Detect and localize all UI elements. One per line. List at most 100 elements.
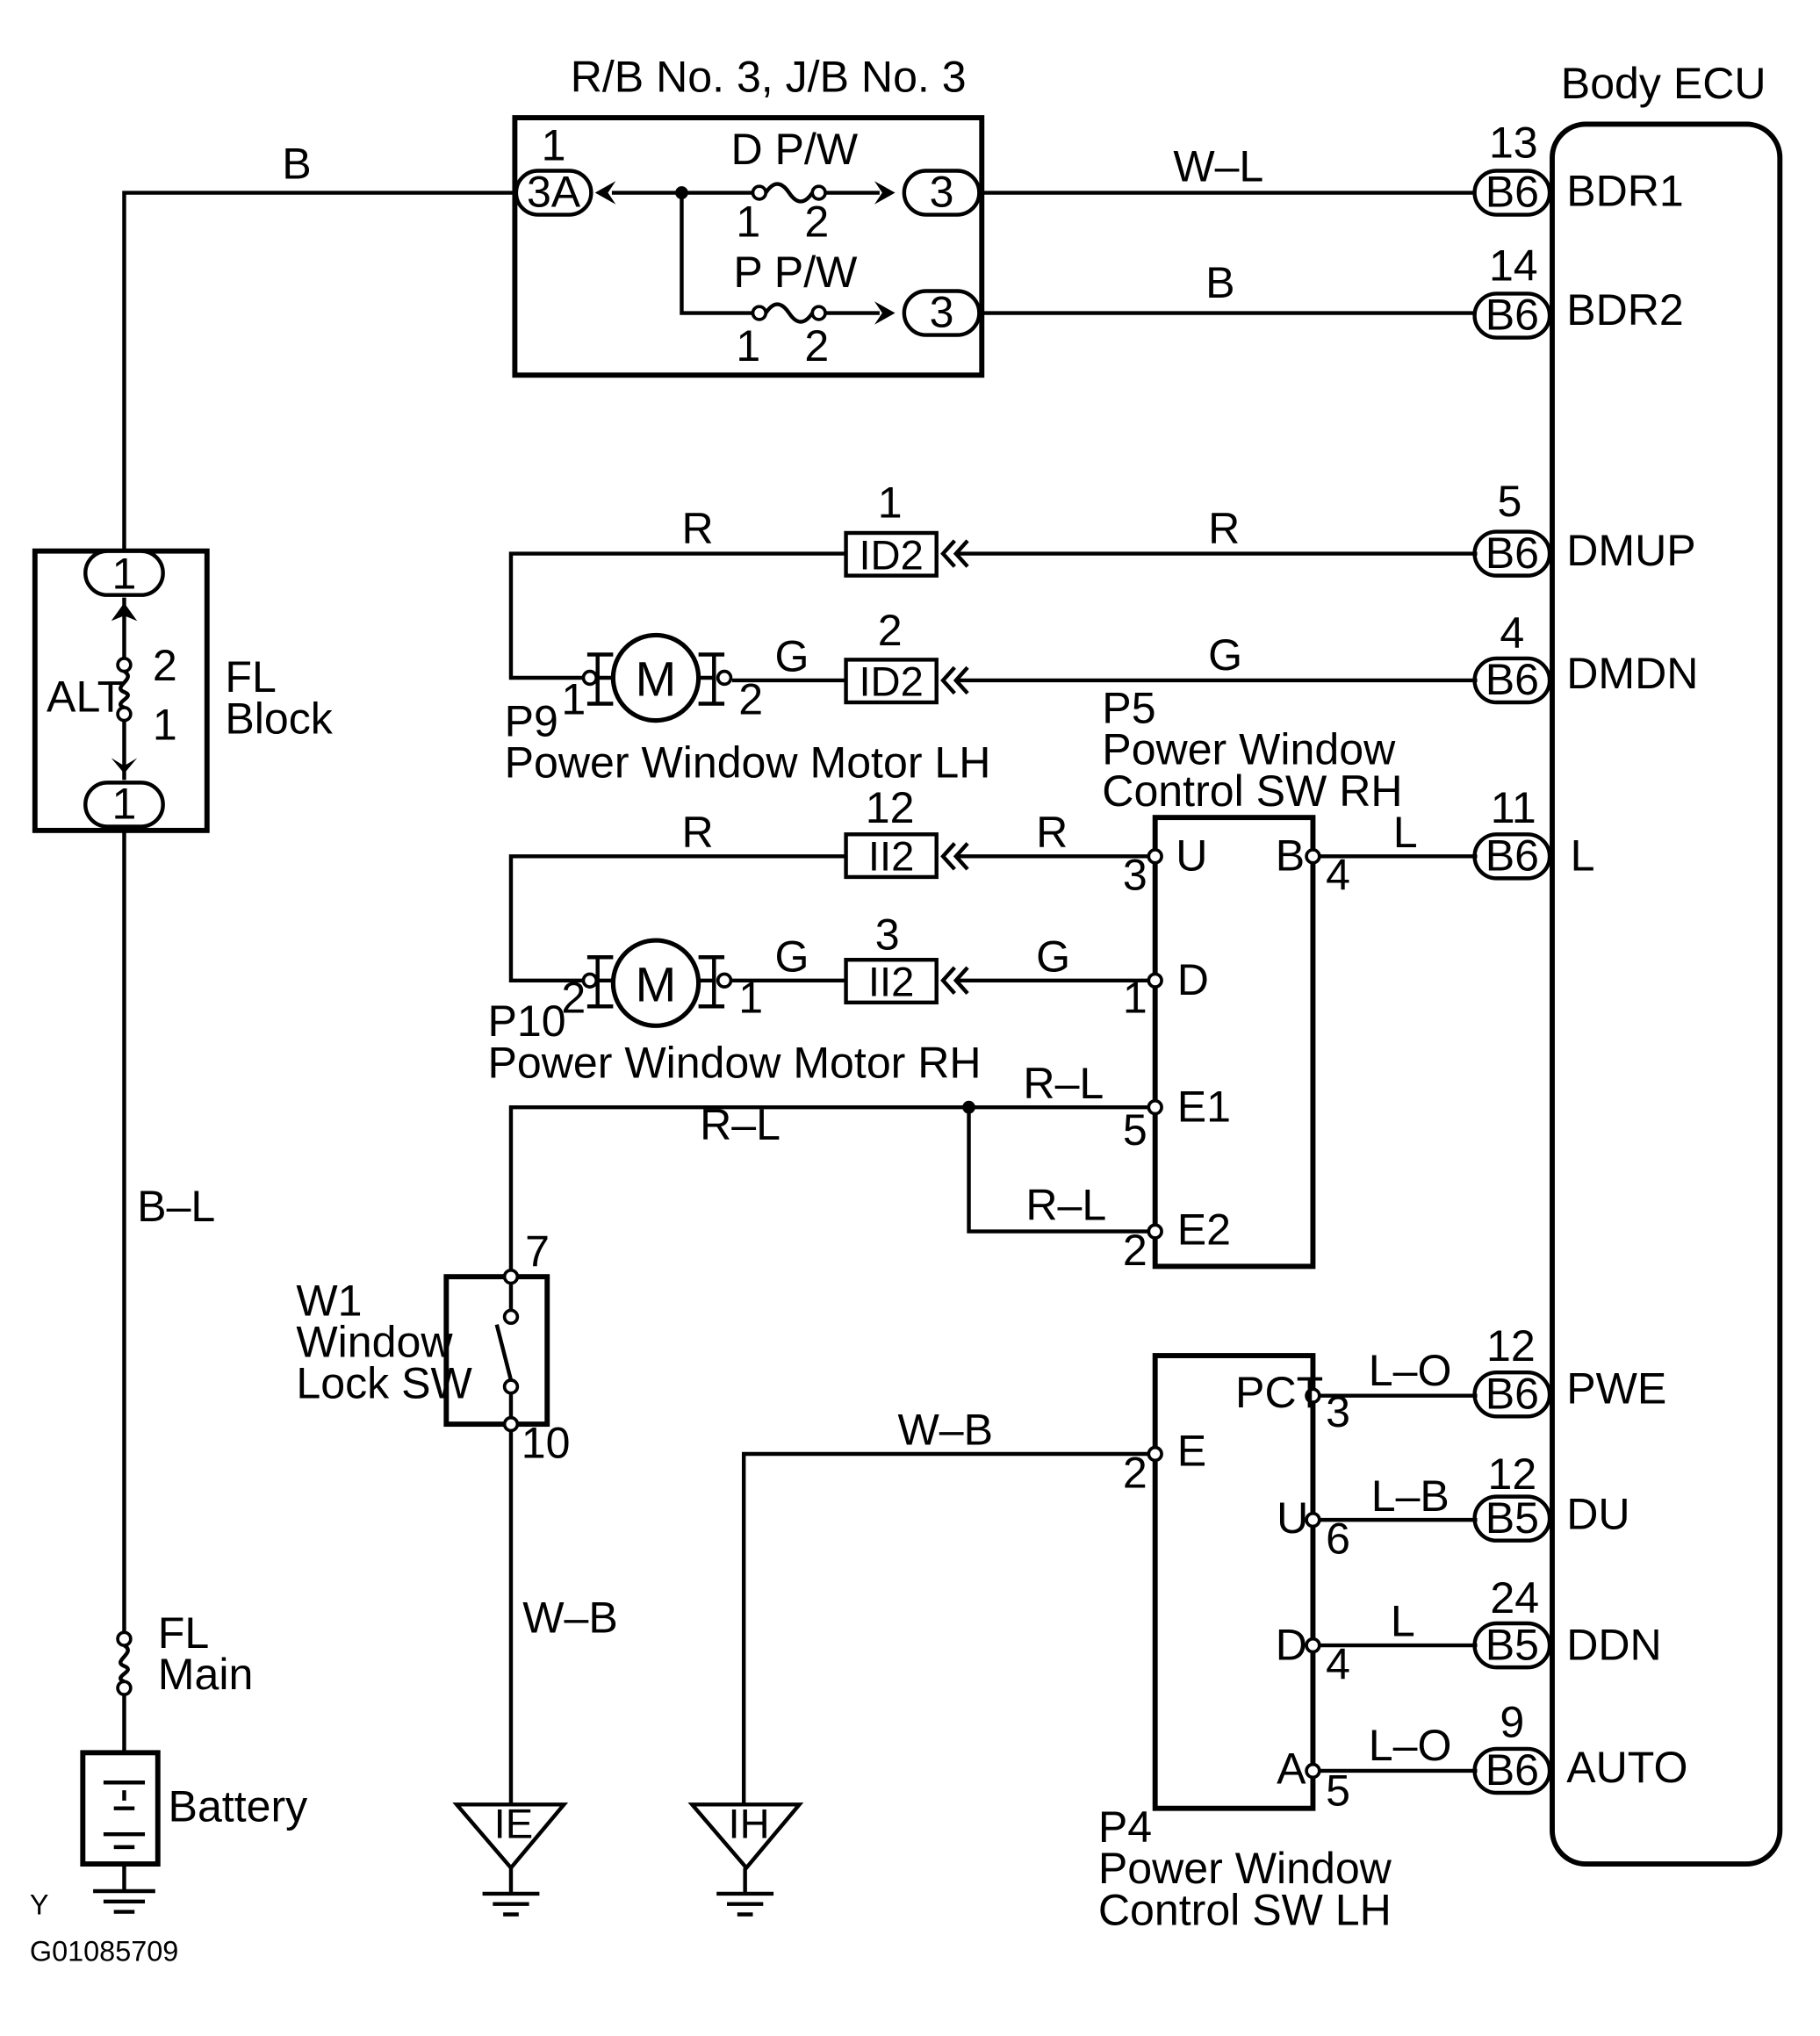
ecu-pin-bdr2-connector: [1472, 291, 1552, 340]
motor-rh-symbol: M: [636, 956, 677, 1011]
fuse-p-pw-pin-a: 1: [736, 321, 760, 371]
switch-rh-term-e1: E1: [1177, 1082, 1231, 1131]
battery: Battery: [80, 1750, 308, 1914]
ecu-pin-auto-connector-label: B6: [1485, 1745, 1539, 1795]
ecu-pin-bdr2-num: 14: [1489, 241, 1538, 291]
ii2-top-connector-label: II2: [868, 833, 914, 880]
switch-lh-terminal-d: [1305, 1637, 1321, 1654]
wire-label-w-l: W–L: [1173, 141, 1263, 191]
ecu-pin-du-connector-label: B5: [1485, 1493, 1539, 1543]
id2-top-arrow-icon: [940, 539, 969, 568]
window-lock-terminal-7: [502, 1268, 520, 1285]
motor-lh-terminal-2: [716, 669, 733, 687]
ground-ie: IE: [452, 1801, 569, 1917]
motor-rh: M 2 1 P10 Power Window Motor RH: [487, 938, 982, 1087]
wire-label-l-o-pwe: L–O: [1369, 1346, 1452, 1395]
id2-bottom-arrow-icon: [940, 665, 969, 695]
switch-rh-name-line2: Control SW RH: [1102, 766, 1402, 816]
ecu-pin-ddn-name: DDN: [1566, 1620, 1662, 1669]
ecu-pin-bdr2-connector-label: B6: [1485, 291, 1539, 340]
ecu-pin-l-name: L: [1571, 831, 1595, 881]
wire-b-to-relay-block: [122, 191, 515, 551]
switch-rh-terminal-e2: [1147, 1223, 1163, 1240]
fuse-d-pw-label: D P/W: [730, 125, 858, 174]
switch-rh-pin-e2: 2: [1123, 1226, 1147, 1275]
fl-main-terminal-top: [116, 1630, 133, 1647]
motor-lh-terminal-1: [581, 669, 599, 687]
motor-rh-terminal-1: [716, 972, 733, 989]
motor-rh-name: Power Window Motor RH: [487, 1038, 981, 1087]
ecu-pin-du-num: 12: [1487, 1450, 1536, 1499]
battery-cells-icon: [103, 1781, 146, 1850]
ecu-pin-auto-num: 9: [1500, 1698, 1524, 1747]
switch-lh-pin-e: 2: [1123, 1448, 1147, 1497]
wire-r-rh-left: [508, 854, 846, 982]
switch-lh-term-pct: PCT: [1235, 1368, 1323, 1417]
switch-rh-terminal-d: [1147, 972, 1163, 989]
relay-block-in-connector-label: 3A: [527, 168, 581, 217]
wire-label-w-b-ground: W–B: [522, 1593, 618, 1642]
switch-rh-box: [1152, 815, 1316, 1270]
switch-rh-term-u: U: [1176, 831, 1207, 881]
fl-block-top-connector: [83, 549, 165, 597]
fuse-p-pw-terminal-b: [810, 305, 827, 321]
motor-lh-symbol: M: [636, 651, 677, 707]
alt-fuse-terminal-top: [116, 657, 133, 673]
fl-block-bottom-connector: [83, 781, 165, 829]
ecu-pin-bdr1-name: BDR1: [1566, 166, 1684, 215]
motor-lh-pin-right: 2: [738, 674, 763, 723]
motor-rh-icon: [610, 938, 701, 1028]
body-ecu-box: [1550, 121, 1783, 1867]
relay-block-in-arrow-icon: [594, 181, 616, 205]
switch-lh: E 2 PCT 3 U 6 D 4 A 5 P4 Power Window Co…: [1098, 1353, 1392, 1934]
wire-label-r-l-main: R–L: [700, 1100, 781, 1149]
relay-block-title: R/B No. 3, J/B No. 3: [571, 53, 967, 102]
window-lock-name-line2: Lock SW: [296, 1359, 472, 1408]
fl-main-fuse-icon: [119, 1644, 130, 1684]
switch-rh-terminal-e1: [1147, 1098, 1163, 1116]
id2-top-connector: [844, 530, 939, 578]
motor-lh-name: Power Window Motor LH: [505, 737, 991, 787]
switch-rh-term-d: D: [1177, 955, 1209, 1004]
window-lock-name-line1: Window: [296, 1318, 453, 1367]
battery-ground-icon: [93, 1864, 155, 1914]
relay-block-junction: [675, 186, 688, 199]
battery-label: Battery: [169, 1781, 308, 1831]
motor-lh-id: P9: [505, 696, 558, 745]
ecu-pin-pwe-connector-label: B6: [1485, 1369, 1539, 1418]
fuse-d-pw-arrow-icon: [874, 181, 896, 205]
relay-block-in-connector: [514, 169, 593, 217]
ecu-pin-auto-name: AUTO: [1566, 1743, 1687, 1792]
relay-block-internal-wire: [611, 191, 753, 315]
ecu-pin-ddn-num: 24: [1490, 1573, 1539, 1622]
ecu-pin-dmdn-num: 4: [1500, 608, 1524, 658]
motor-rh-pin-right: 1: [738, 974, 763, 1023]
motor-lh-icon: [610, 632, 701, 723]
wire-label-l-ddn: L: [1391, 1597, 1415, 1646]
wire-label-l-p5: L: [1393, 808, 1418, 857]
wire-label-r-rh-right: R: [1036, 808, 1068, 857]
window-lock-contact-bottom: [502, 1378, 520, 1395]
ii2-bottom-connector-label: II2: [868, 958, 914, 1004]
alt-fuse-icon: [119, 669, 130, 709]
fuse-p-pw-terminal-a: [751, 305, 768, 321]
fl-block-bottom-connector-label: 1: [112, 780, 137, 829]
ground-ie-label: IE: [494, 1801, 534, 1847]
switch-lh-term-d: D: [1276, 1620, 1307, 1669]
ecu-pin-bdr2-name: BDR2: [1566, 285, 1684, 335]
wire-r-l-main: [508, 1104, 1149, 1270]
ecu-pin-du-name: DU: [1566, 1489, 1629, 1538]
switch-rh-term-e2: E2: [1177, 1205, 1231, 1254]
fl-block-arrow-down-icon: [111, 758, 138, 774]
switch-rh-pin-b: 4: [1326, 851, 1350, 900]
wire-w-b-p4: [741, 1451, 1149, 1805]
footer-marker: Y: [30, 1889, 49, 1921]
switch-rh-terminal-u: [1147, 848, 1163, 865]
ii2-bottom-pin-num: 3: [875, 910, 900, 959]
wire-label-g-dmdn-right: G: [1208, 630, 1242, 680]
footer-code: G01085709: [30, 1936, 178, 1968]
fl-block-arrow-up-icon: [111, 602, 138, 622]
window-lock-id: W1: [296, 1276, 362, 1325]
ecu-pin-ddn-connector-label: B5: [1485, 1620, 1539, 1669]
